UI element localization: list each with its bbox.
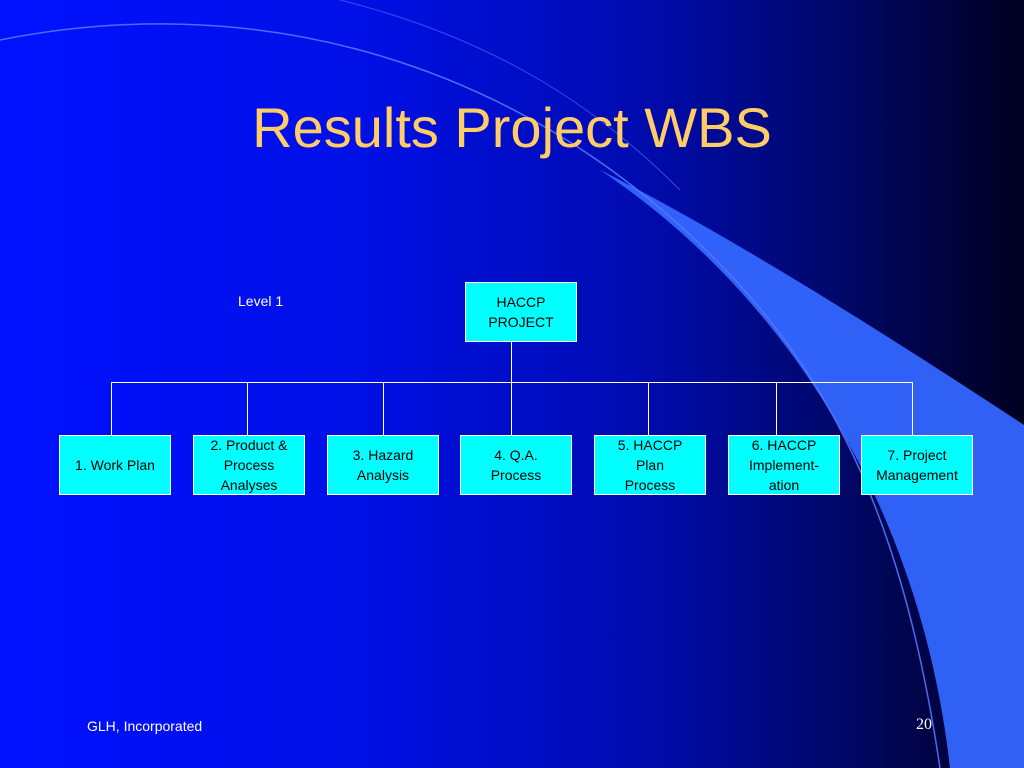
wbs-node-label: 5. HACCP Plan Process xyxy=(617,437,683,493)
child-connector-line xyxy=(111,383,112,435)
wbs-node-product-process-analyses: 2. Product & Process Analyses xyxy=(193,435,305,495)
root-connector-line xyxy=(511,342,512,383)
child-connector-line xyxy=(648,383,649,435)
footer-company-name: GLH, Incorporated xyxy=(87,718,203,734)
wbs-node-haccp-plan-process: 5. HACCP Plan Process xyxy=(594,435,706,495)
background-arc-line-upper xyxy=(339,0,681,191)
child-connector-line xyxy=(383,383,384,435)
wbs-node-work-plan: 1. Work Plan xyxy=(59,435,171,495)
background-arc-line xyxy=(0,23,941,768)
wbs-root-label: HACCP PROJECT xyxy=(488,294,554,330)
slide-page-number: 20 xyxy=(916,716,932,733)
wbs-node-label: 3. Hazard Analysis xyxy=(352,447,414,483)
wbs-node-haccp-implementation: 6. HACCP Implement- ation xyxy=(728,435,840,495)
child-connector-line xyxy=(247,383,248,435)
wbs-node-label: 6. HACCP Implement- ation xyxy=(748,437,820,493)
level-label: Level 1 xyxy=(238,293,284,309)
horizontal-bus-line xyxy=(111,382,913,383)
wbs-node-label: 2. Product & Process Analyses xyxy=(210,437,288,493)
child-connector-line xyxy=(776,383,777,435)
wbs-root-node: HACCP PROJECT xyxy=(465,282,577,342)
child-connector-line xyxy=(912,383,913,435)
wbs-node-label: 7. Project Management xyxy=(876,447,958,483)
wbs-node-label: 4. Q.A. Process xyxy=(490,447,542,483)
child-connector-line xyxy=(511,383,512,435)
slide-title: Results Project WBS xyxy=(252,96,772,159)
wbs-node-qa-process: 4. Q.A. Process xyxy=(460,435,572,495)
wbs-node-project-management: 7. Project Management xyxy=(861,435,973,495)
wbs-node-hazard-analysis: 3. Hazard Analysis xyxy=(327,435,439,495)
wbs-node-label: 1. Work Plan xyxy=(75,457,155,473)
